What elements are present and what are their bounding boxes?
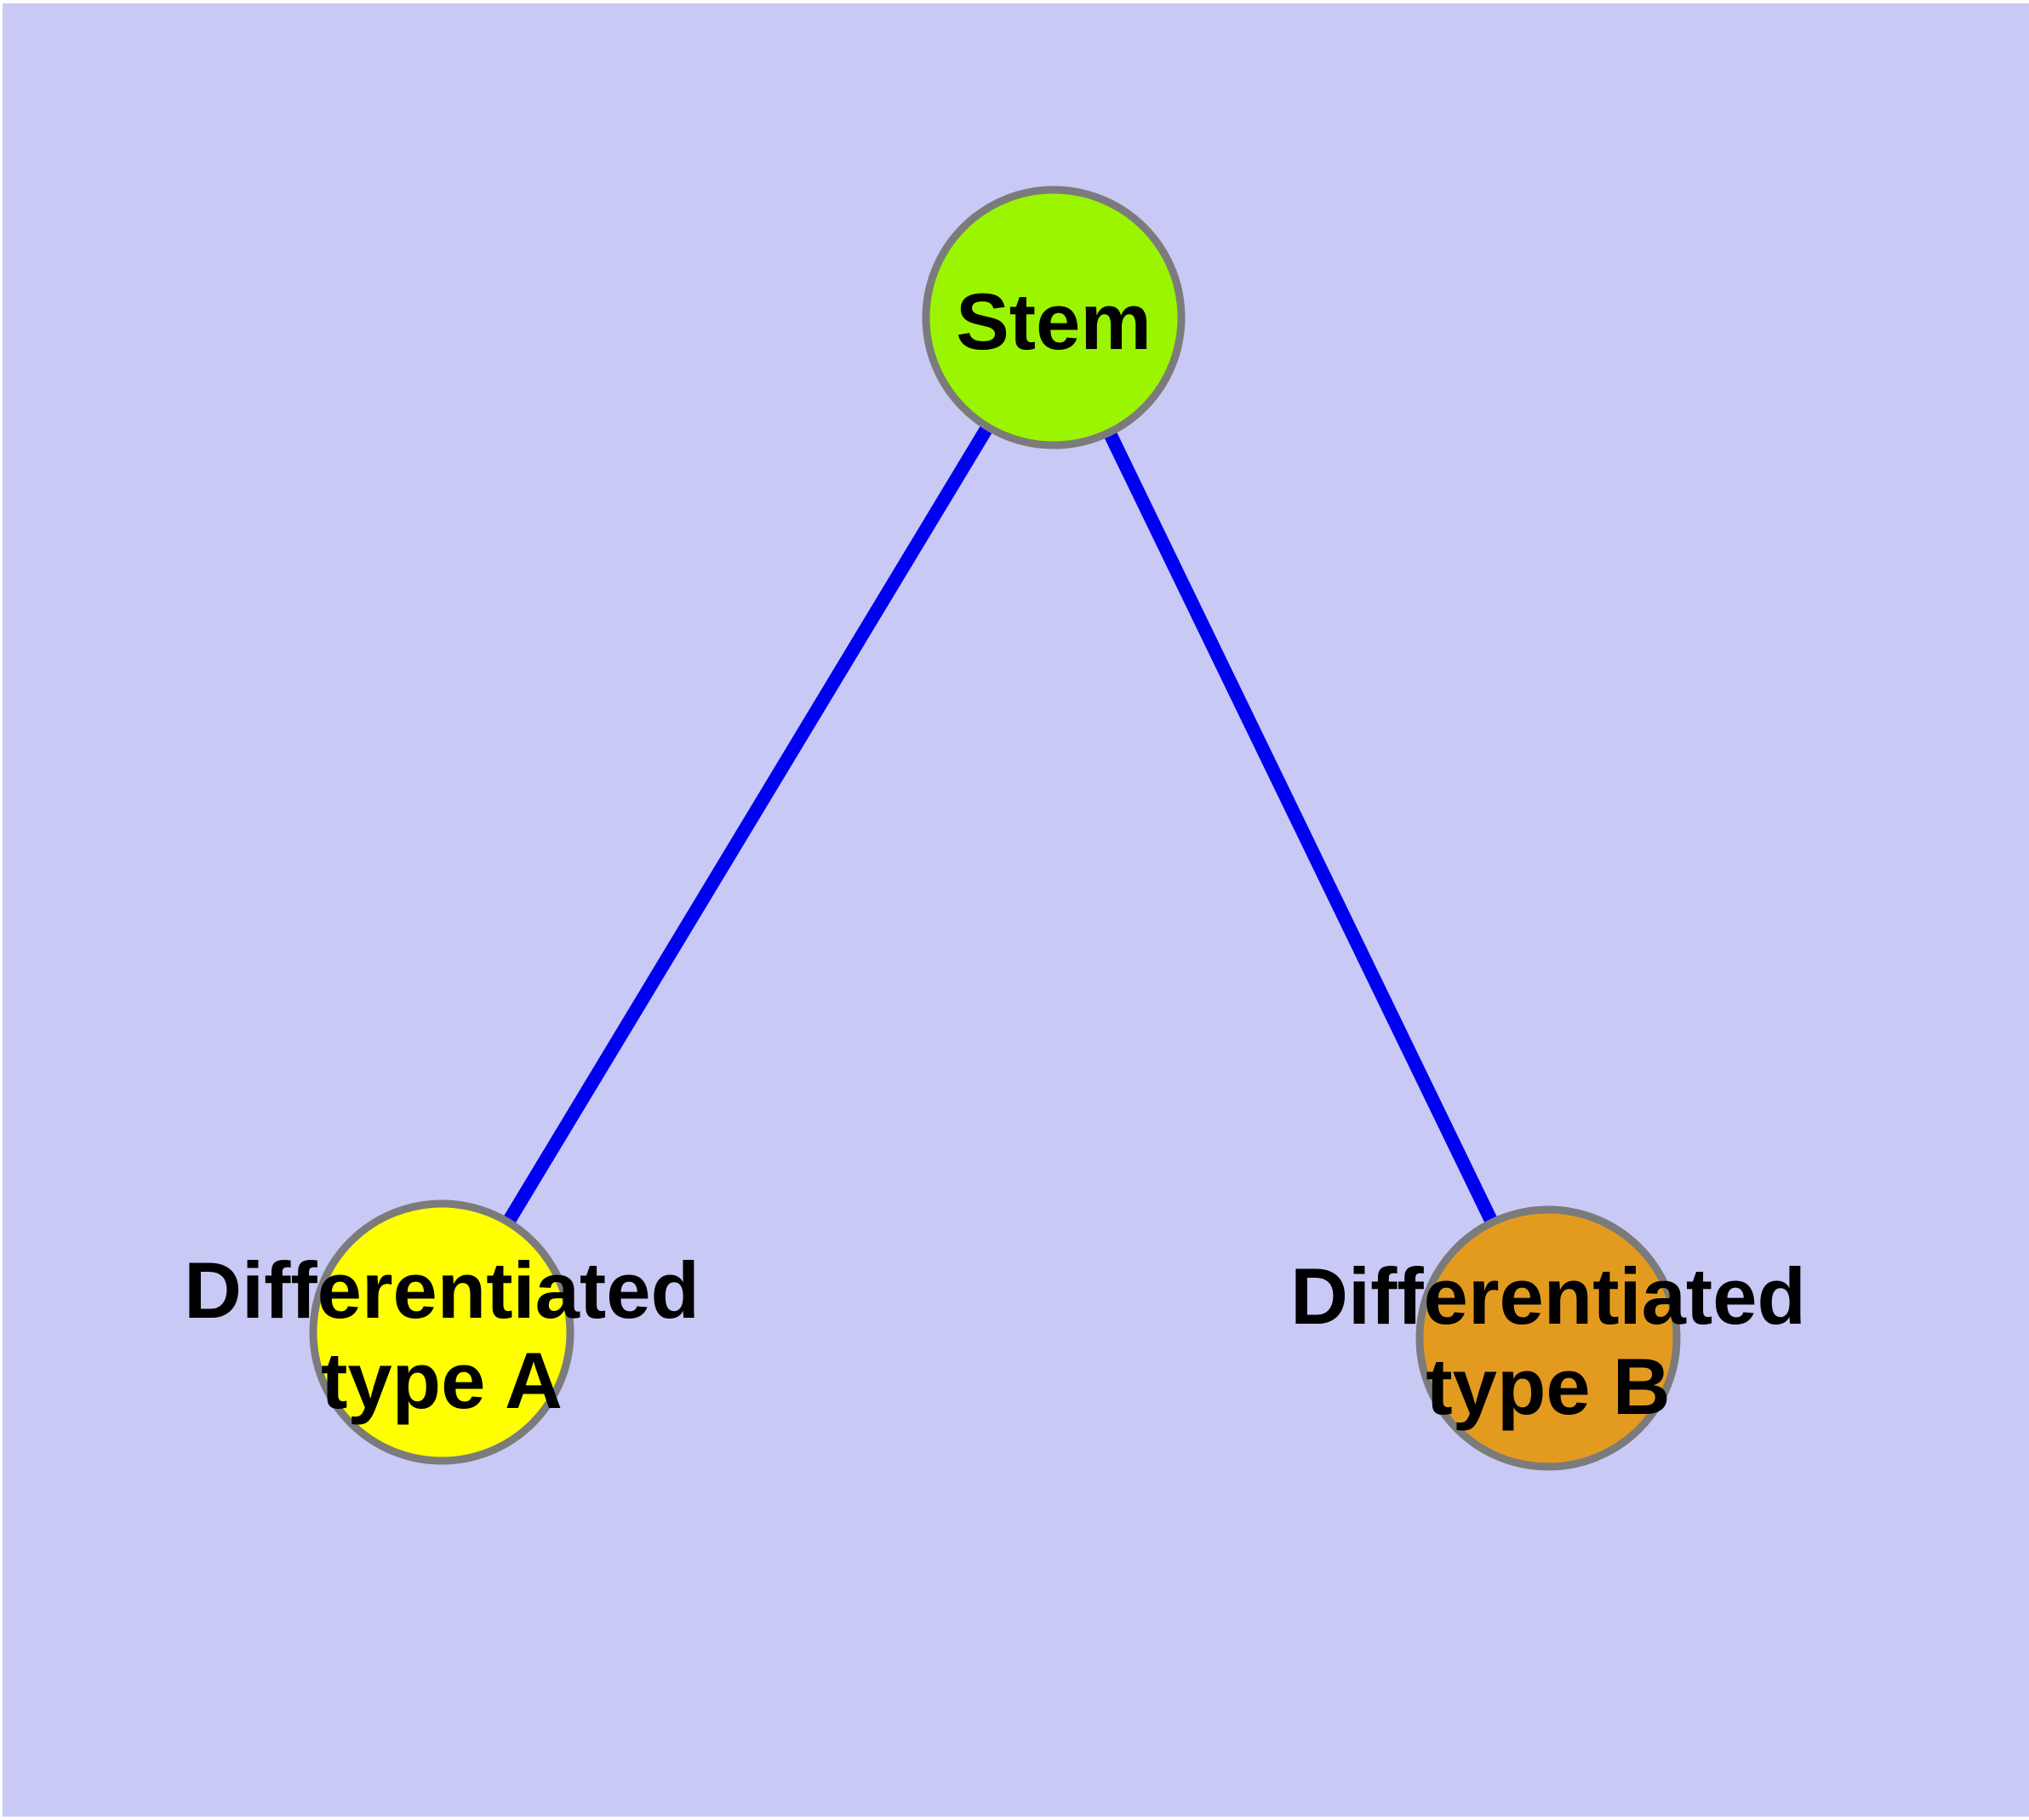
- node-type-a-label-line-1: Differentiated: [184, 1245, 700, 1335]
- node-differentiated-type-b: [1415, 1205, 1681, 1471]
- nodes-group: [309, 186, 1681, 1471]
- node-stem-label: Stem: [956, 277, 1152, 366]
- edges-group: [436, 313, 1555, 1342]
- node-type-a-label-line-2: type A: [321, 1336, 563, 1425]
- node-differentiated-type-a: [309, 1199, 574, 1465]
- edge-stem-to-type-a: [436, 313, 1060, 1336]
- node-stem: [922, 186, 1186, 449]
- node-type-b-label-line-1: Differentiated: [1290, 1251, 1806, 1341]
- labels-group: Stem Differentiated type A Differentiate…: [184, 277, 1806, 1431]
- node-type-b-label-line-2: type B: [1426, 1342, 1670, 1431]
- edge-stem-to-type-b: [1047, 314, 1555, 1342]
